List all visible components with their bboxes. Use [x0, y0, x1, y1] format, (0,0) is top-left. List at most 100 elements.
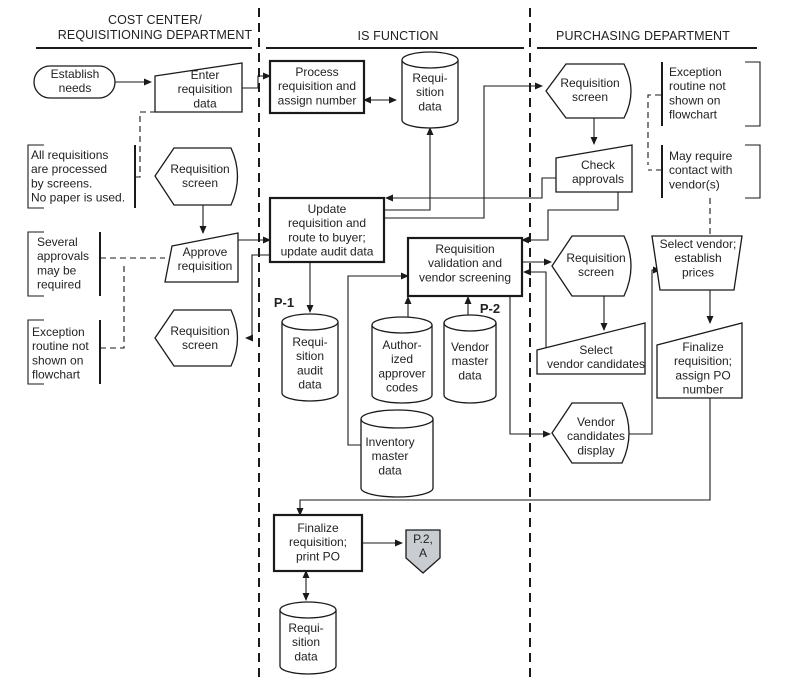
input-finalize-assign-po-label-line-1: Finalize — [682, 340, 724, 354]
input-finalize-assign-po-label-line-4: number — [683, 383, 724, 397]
lane-header-cost-center-line-1: COST CENTER/ — [108, 13, 202, 27]
disk-requisition-data-1-label-line-3: data — [418, 99, 442, 113]
display-requisition-screen-4-label-line-1: Requisition — [566, 251, 625, 265]
annotation-several-approvals-label-line-1: Several — [37, 235, 78, 249]
lane-headers: COST CENTER/REQUISITIONING DEPARTMENT IS… — [36, 8, 757, 682]
input-approve-requisition-label-line-1: Approve — [183, 245, 228, 259]
input-select-vendor-candidates-label-line-2: vendor candidates — [547, 357, 645, 371]
process-requisition-validation-label-line-3: vendor screening — [419, 270, 511, 284]
page-reference-p1: P-1 — [274, 295, 294, 310]
display-requisition-screen-1-label-line-2: screen — [182, 176, 218, 190]
disk-requisition-audit-data-label-line-3: audit — [297, 363, 324, 377]
flow-select-candidates-to-validate — [523, 268, 547, 350]
manual-select-vendor-establish-prices-label-line-2: establish — [674, 251, 721, 265]
annotation-exception-routine-1-label-line-4: flowchart — [32, 368, 81, 382]
manual-select-vendor-establish-prices-label-line-3: prices — [682, 265, 714, 279]
annotation-all-requisitions-label-line-1: All requisitions — [31, 148, 108, 162]
lane-header-purchasing: PURCHASING DEPARTMENT — [556, 29, 730, 43]
input-check-approvals-label-line-2: approvals — [572, 172, 624, 186]
flow-check-to-update — [385, 177, 556, 202]
disk-authorized-approver-codes-label-line-2: ized — [391, 352, 413, 366]
annotation-exception-routine-2-label-line-1: Exception — [669, 65, 722, 79]
lane-header-is-function: IS FUNCTION — [358, 29, 439, 43]
display-requisition-screen-4-label-line-2: screen — [578, 265, 614, 279]
annotation-may-require-contact-label-line-3: vendor(s) — [669, 177, 720, 191]
flow-update-to-screen2 — [245, 254, 270, 342]
annotation-link-exception-2 — [647, 94, 661, 165]
disk-inventory-master-data-label-line-3: data — [378, 463, 402, 477]
offpage-connector-p2-a-label-line-1: P.2, — [413, 532, 433, 546]
disk-requisition-audit-data-label-line-1: Requi- — [292, 335, 327, 349]
input-check-approvals-label-line-1: Check — [581, 158, 616, 172]
input-approve-requisition-label-line-2: requisition — [178, 259, 233, 273]
disk-inventory-master-data-label-line-1: Inventory — [365, 435, 414, 449]
display-vendor-candidates-label-line-2: candidates — [567, 429, 625, 443]
lane-header-is-function-line-1: IS FUNCTION — [358, 29, 439, 43]
annotation-may-require-contact-label-line-2: contact with — [669, 163, 732, 177]
disk-authorized-approver-codes-label-line-4: codes — [386, 381, 418, 395]
input-enter-requisition-data-label-line-3: data — [193, 96, 217, 110]
page-reference-p1-line-1: P-1 — [274, 295, 294, 310]
disk-authorized-approver-codes-label-line-3: approver — [378, 366, 425, 380]
process-requisition-validation-label-line-2: validation and — [428, 256, 502, 270]
display-vendor-candidates-label-line-1: Vendor — [577, 415, 615, 429]
annotation-all-requisitions-label-line-3: by screens. — [31, 176, 92, 190]
process-update-requisition-label-line-1: Update — [308, 202, 347, 216]
page-reference-p2-line-1: P-2 — [480, 301, 500, 316]
process-requisition-assign-number-label-line-3: assign number — [278, 93, 357, 107]
annotation-all-requisitions-label-line-4: No paper is used. — [31, 191, 125, 205]
input-select-vendor-candidates-label-line-1: Select — [579, 343, 613, 357]
offpage-connector-p2-a-label: P.2,A — [413, 532, 433, 560]
annotation-link-all-requisitions — [135, 111, 155, 178]
flow-check-to-validate — [521, 180, 619, 244]
input-finalize-assign-po-label-line-3: assign PO — [675, 368, 730, 382]
flow-inventory-to-validate — [347, 272, 409, 446]
process-finalize-print-po-label-line-3: print PO — [296, 549, 340, 563]
disk-vendor-master-data-label-line-3: data — [458, 368, 482, 382]
process-finalize-print-po-label-line-2: requisition; — [289, 535, 347, 549]
process-update-requisition-label-line-4: update audit data — [281, 245, 374, 259]
annotation-exception-routine-1-label-line-3: shown on — [32, 353, 83, 367]
input-enter-requisition-data-label-line-2: requisition — [178, 82, 233, 96]
disk-requisition-data-1-label-line-1: Requi- — [412, 71, 447, 85]
annotation-several-approvals-label-line-3: may be — [37, 263, 77, 277]
offpage-connector-p2-a: P.2,A — [405, 529, 441, 574]
input-enter-requisition-data-label-line-1: Enter — [191, 68, 220, 82]
disk-requisition-data-2-label-line-1: Requi- — [288, 621, 323, 635]
terminator-establish-needs-label-line-1: Establish — [51, 67, 100, 81]
process-finalize-print-po-label-line-1: Finalize — [297, 521, 339, 535]
